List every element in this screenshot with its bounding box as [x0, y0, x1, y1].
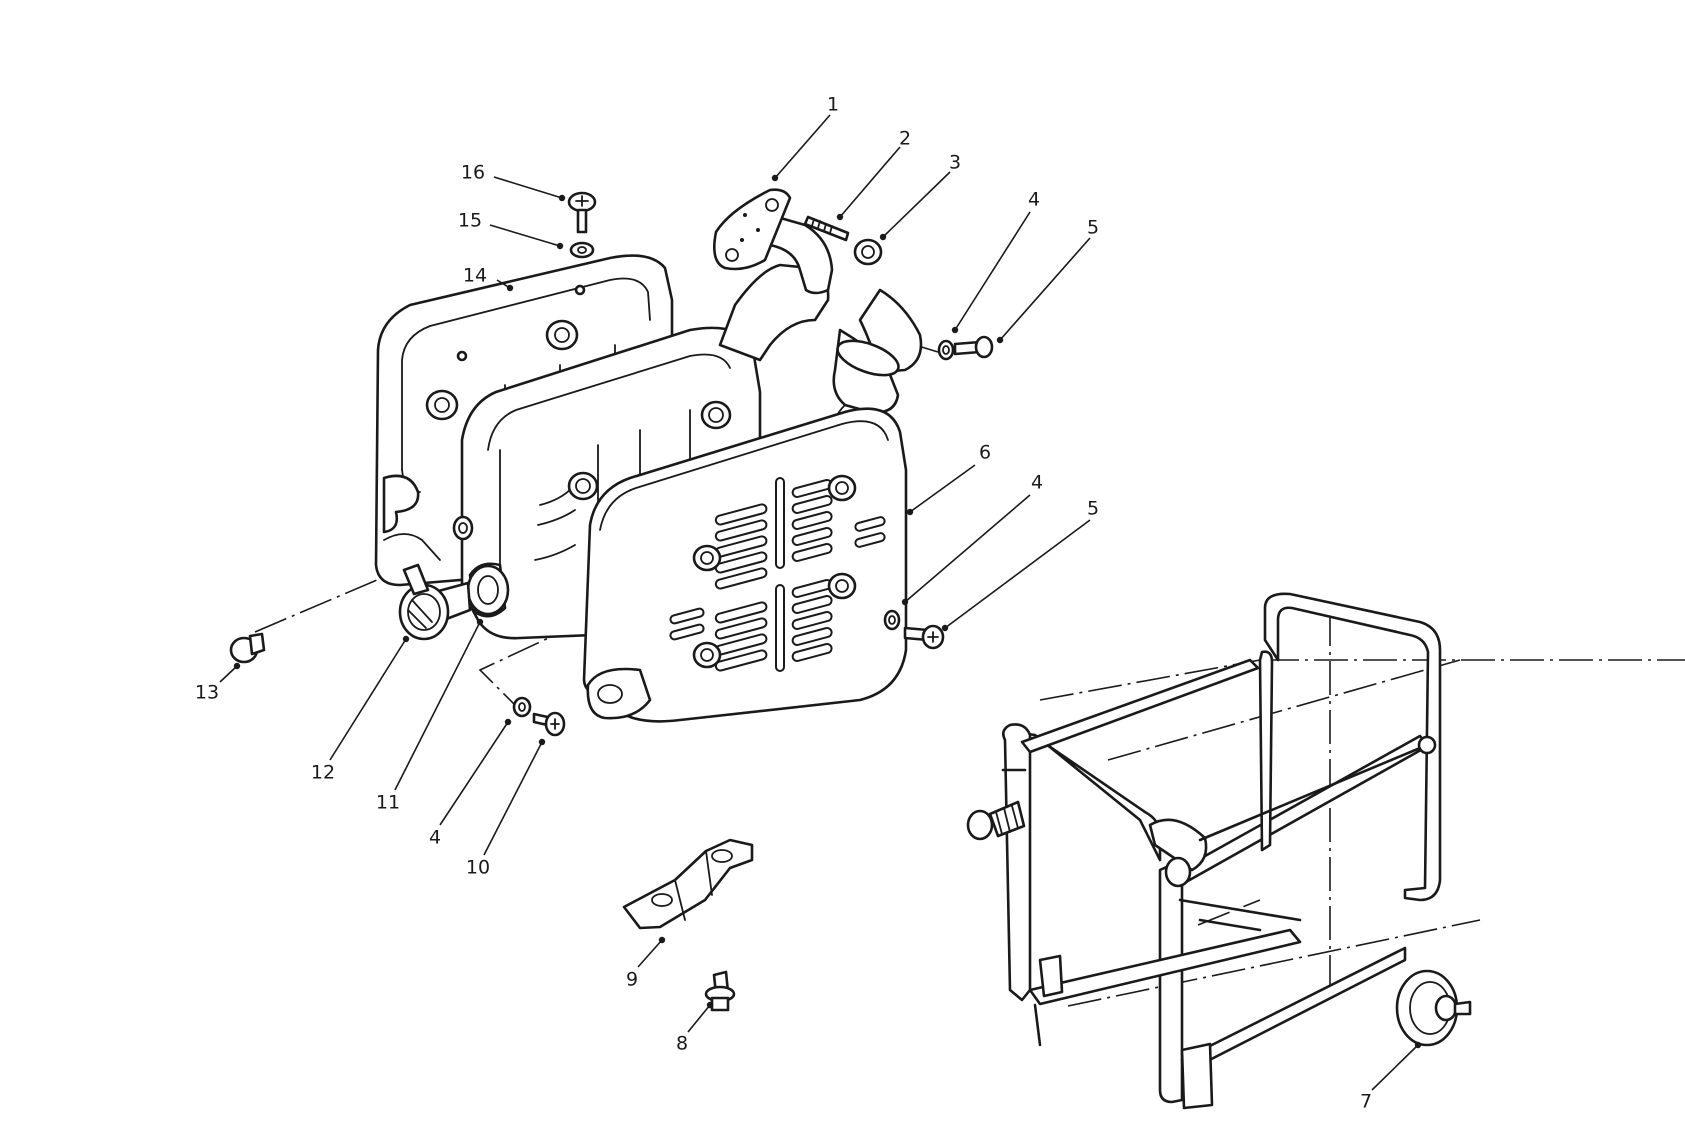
frame	[1001, 592, 1442, 1110]
callout-4-middle-label: 4	[1031, 472, 1043, 494]
callout-10: 10	[466, 738, 546, 879]
callout-12: 12	[311, 635, 410, 784]
callout-4-lower: 4	[429, 718, 512, 849]
pipe-adapter	[466, 562, 510, 618]
callout-13-label: 13	[195, 682, 219, 704]
callout-15-label: 15	[458, 210, 482, 232]
handle-grip	[966, 800, 1026, 841]
callouts: 1 2 3 4 5 6 4	[195, 94, 1422, 1113]
stud-bolt	[803, 215, 850, 242]
callout-5-middle-label: 5	[1087, 498, 1099, 520]
callout-7: 7	[1360, 1041, 1422, 1113]
bolt-middle	[903, 624, 945, 650]
callout-5-middle: 5	[941, 498, 1099, 632]
callout-2: 2	[836, 128, 911, 221]
callout-4-upper-label: 4	[1028, 189, 1040, 211]
wheel	[1395, 969, 1472, 1047]
nut	[853, 238, 883, 266]
assembly-lines	[254, 344, 1685, 1007]
callout-6: 6	[906, 442, 991, 516]
callout-8-label: 8	[676, 1033, 688, 1055]
callout-14: 14	[463, 265, 514, 292]
front-cover-louvres	[669, 477, 886, 672]
callout-13: 13	[195, 662, 241, 704]
callout-4-upper: 4	[951, 189, 1040, 334]
callout-9-label: 9	[626, 969, 638, 991]
front-cover	[582, 407, 908, 723]
callout-9: 9	[626, 936, 666, 991]
screw-top	[567, 191, 597, 234]
washer-top	[569, 241, 595, 259]
callout-8: 8	[676, 1001, 714, 1055]
callout-11-label: 11	[376, 792, 400, 814]
plug	[229, 632, 266, 664]
washer-upper	[937, 339, 955, 361]
callout-16: 16	[461, 162, 566, 202]
bolt-lower	[532, 711, 566, 737]
washer-middle	[883, 609, 901, 631]
exhaust-pipes	[718, 213, 923, 433]
callout-3-label: 3	[949, 152, 961, 174]
callout-3: 3	[879, 152, 961, 241]
bracket	[622, 838, 754, 930]
callout-5-upper-label: 5	[1087, 217, 1099, 239]
callout-4-middle: 4	[901, 472, 1043, 606]
spark-arrester	[398, 563, 472, 641]
callout-10-label: 10	[466, 857, 490, 879]
gasket	[713, 188, 792, 271]
callout-15: 15	[458, 210, 564, 250]
callout-16-label: 16	[461, 162, 485, 184]
callout-2-label: 2	[899, 128, 911, 150]
callout-5-upper: 5	[996, 217, 1099, 344]
callout-12-label: 12	[311, 762, 335, 784]
callout-1-label: 1	[827, 94, 839, 116]
callout-7-label: 7	[1360, 1091, 1372, 1113]
callout-4-lower-label: 4	[429, 827, 441, 849]
callout-11: 11	[376, 618, 484, 814]
callout-1: 1	[771, 94, 839, 182]
bolt-upper	[953, 335, 994, 359]
grommet	[704, 970, 736, 1012]
callout-6-label: 6	[979, 442, 991, 464]
callout-14-label: 14	[463, 265, 487, 287]
washer-lower	[512, 696, 532, 718]
